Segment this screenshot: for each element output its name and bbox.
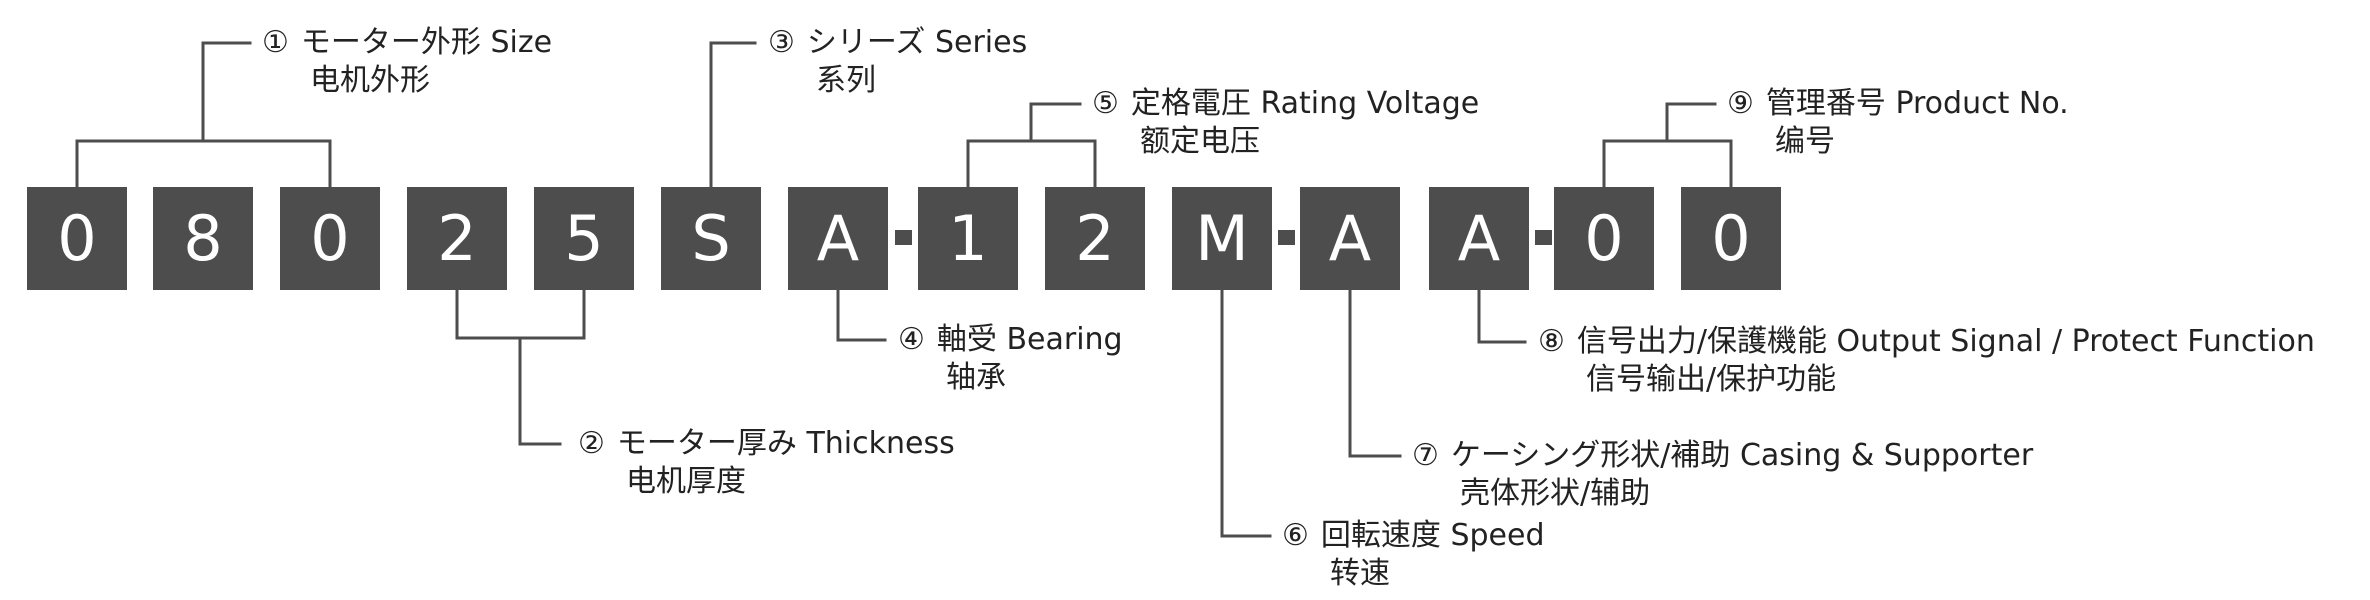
label-casing-cn: 壳体形状/辅助 (1460, 476, 1651, 511)
code-box-product-no-2: 0 (1681, 187, 1781, 290)
label-output-number: ⑧ (1538, 324, 1565, 359)
connector-casing (1348, 288, 1402, 458)
label-thickness-cn: 电机厚度 (626, 464, 746, 499)
label-product-no-number: ⑨ (1727, 86, 1754, 121)
label-product-no-cn: 编号 (1775, 124, 1835, 159)
separator-dash-2 (1278, 230, 1295, 245)
connector-output (1477, 288, 1527, 344)
label-size-number: ① (262, 25, 289, 60)
label-series-cn: 系列 (816, 63, 876, 98)
connector-product-no (1602, 139, 1733, 189)
code-box-thickness-2: 5 (534, 187, 634, 290)
label-bearing-jp: 軸受 Bearing (936, 322, 1123, 357)
code-box-size-1: 0 (27, 187, 127, 290)
connector-thickness-stem (518, 336, 562, 446)
label-casing: ⑦ ケーシング形状/補助 Casing & Supporter 壳体形状/辅助 (1412, 437, 2033, 513)
label-casing-number: ⑦ (1412, 438, 1439, 473)
label-size-jp: モーター外形 Size (300, 25, 553, 60)
label-output: ⑧ 信号出力/保護機能 Output Signal / Protect Funct… (1538, 323, 2315, 399)
code-box-bearing: A (788, 187, 888, 290)
code-box-product-no-1: 0 (1554, 187, 1654, 290)
connector-size-stem (201, 41, 252, 143)
separator-dash-1 (895, 230, 912, 245)
code-box-size-3: 0 (280, 187, 380, 290)
label-bearing: ④ 軸受 Bearing 轴承 (898, 321, 1123, 397)
label-output-jp: 信号出力/保護機能 Output Signal / Protect Functi… (1576, 324, 2315, 359)
label-series: ③ シリーズ Series 系列 (768, 24, 1027, 100)
connector-thickness (455, 288, 586, 340)
code-box-output: A (1429, 187, 1529, 290)
connector-product-no-stem (1665, 102, 1717, 143)
connector-series (709, 41, 757, 189)
connector-bearing (836, 288, 887, 342)
separator-dash-3 (1535, 230, 1552, 245)
code-box-thickness-1: 2 (407, 187, 507, 290)
label-thickness: ② モーター厚み Thickness 电机厚度 (578, 425, 955, 501)
label-thickness-number: ② (578, 426, 605, 461)
label-product-no-jp: 管理番号 Product No. (1765, 86, 2069, 121)
code-box-speed: M (1172, 187, 1272, 290)
connector-voltage (966, 139, 1097, 189)
label-product-no: ⑨ 管理番号 Product No. 编号 (1727, 85, 2069, 161)
label-series-number: ③ (768, 25, 795, 60)
connector-voltage-stem (1029, 102, 1082, 143)
code-box-size-2: 8 (153, 187, 253, 290)
connector-speed (1220, 288, 1272, 538)
label-voltage: ⑤ 定格電圧 Rating Voltage 额定电压 (1092, 85, 1479, 161)
label-speed-jp: 回転速度 Speed (1320, 518, 1545, 553)
label-output-cn: 信号输出/保护功能 (1586, 362, 1837, 397)
code-box-casing: A (1300, 187, 1400, 290)
label-voltage-cn: 额定电压 (1140, 124, 1260, 159)
label-bearing-cn: 轴承 (946, 360, 1006, 395)
label-series-jp: シリーズ Series (806, 25, 1028, 60)
label-speed: ⑥ 回転速度 Speed 转速 (1282, 517, 1545, 593)
label-speed-cn: 转速 (1330, 556, 1390, 591)
code-box-voltage-2: 2 (1045, 187, 1145, 290)
label-voltage-jp: 定格電圧 Rating Voltage (1130, 86, 1480, 121)
code-box-series: S (661, 187, 761, 290)
code-box-voltage-1: 1 (918, 187, 1018, 290)
label-voltage-number: ⑤ (1092, 86, 1119, 121)
label-speed-number: ⑥ (1282, 518, 1309, 553)
label-casing-jp: ケーシング形状/補助 Casing & Supporter (1450, 438, 2034, 473)
label-thickness-jp: モーター厚み Thickness (616, 426, 955, 461)
label-bearing-number: ④ (898, 322, 925, 357)
label-size: ① モーター外形 Size 电机外形 (262, 24, 552, 100)
connector-size (75, 139, 332, 189)
label-size-cn: 电机外形 (310, 63, 430, 98)
